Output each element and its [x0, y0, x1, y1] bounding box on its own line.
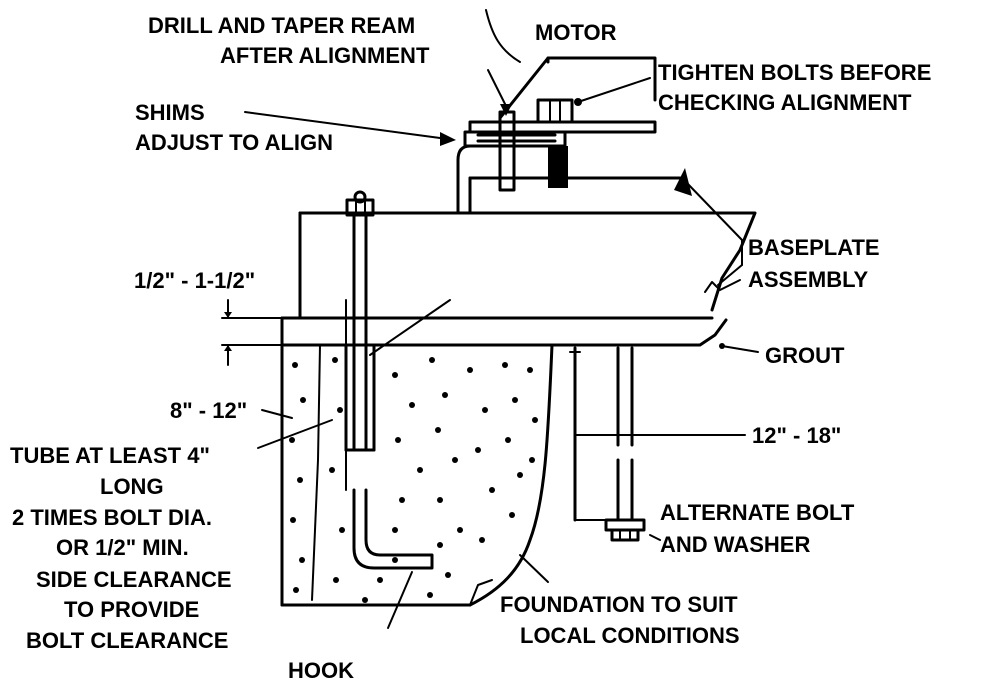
motor-housing — [485, 9, 657, 120]
leader-lines — [221, 69, 759, 629]
baseplate — [298, 168, 757, 320]
anchor-bolt — [344, 190, 434, 570]
label-alternate-1: ALTERNATE BOLT — [660, 500, 855, 525]
label-tube-1: TUBE AT LEAST 4" — [10, 443, 210, 468]
alternate-bolt — [569, 346, 646, 542]
label-tube-3: 2 TIMES BOLT DIA. — [12, 505, 212, 530]
label-hook: HOOK — [288, 658, 354, 683]
motor-mount — [456, 98, 682, 215]
label-bolt-length: 12" - 18" — [752, 423, 841, 448]
label-foundation-2: LOCAL CONDITIONS — [520, 623, 740, 648]
label-tube-5: SIDE CLEARANCE — [36, 567, 232, 592]
label-tube-4: OR 1/2" MIN. — [56, 535, 189, 560]
label-grout: GROUT — [765, 343, 845, 368]
label-depth: 8" - 12" — [170, 398, 247, 423]
label-tube-7: BOLT CLEARANCE — [26, 628, 228, 653]
label-grout-gap: 1/2" - 1-1/2" — [134, 268, 255, 293]
label-alternate-2: AND WASHER — [660, 532, 810, 557]
label-baseplate-2: ASSEMBLY — [748, 267, 869, 292]
concrete-speckles — [289, 357, 538, 603]
grout-layer — [280, 316, 728, 347]
label-motor: MOTOR — [535, 20, 617, 45]
label-tighten-1: TIGHTEN BOLTS BEFORE — [658, 60, 931, 85]
foundation-block — [280, 343, 554, 607]
label-drill-2: AFTER ALIGNMENT — [220, 43, 430, 68]
label-tube-6: TO PROVIDE — [64, 597, 199, 622]
label-tube-2: LONG — [100, 474, 164, 499]
label-drill-1: DRILL AND TAPER REAM — [148, 13, 415, 38]
label-foundation-1: FOUNDATION TO SUIT — [500, 592, 738, 617]
label-baseplate-1: BASEPLATE — [748, 235, 880, 260]
label-shims-1: SHIMS — [135, 100, 205, 125]
label-shims-2: ADJUST TO ALIGN — [135, 130, 333, 155]
label-tighten-2: CHECKING ALIGNMENT — [658, 90, 912, 115]
labels: DRILL AND TAPER REAM AFTER ALIGNMENT MOT… — [10, 13, 931, 683]
